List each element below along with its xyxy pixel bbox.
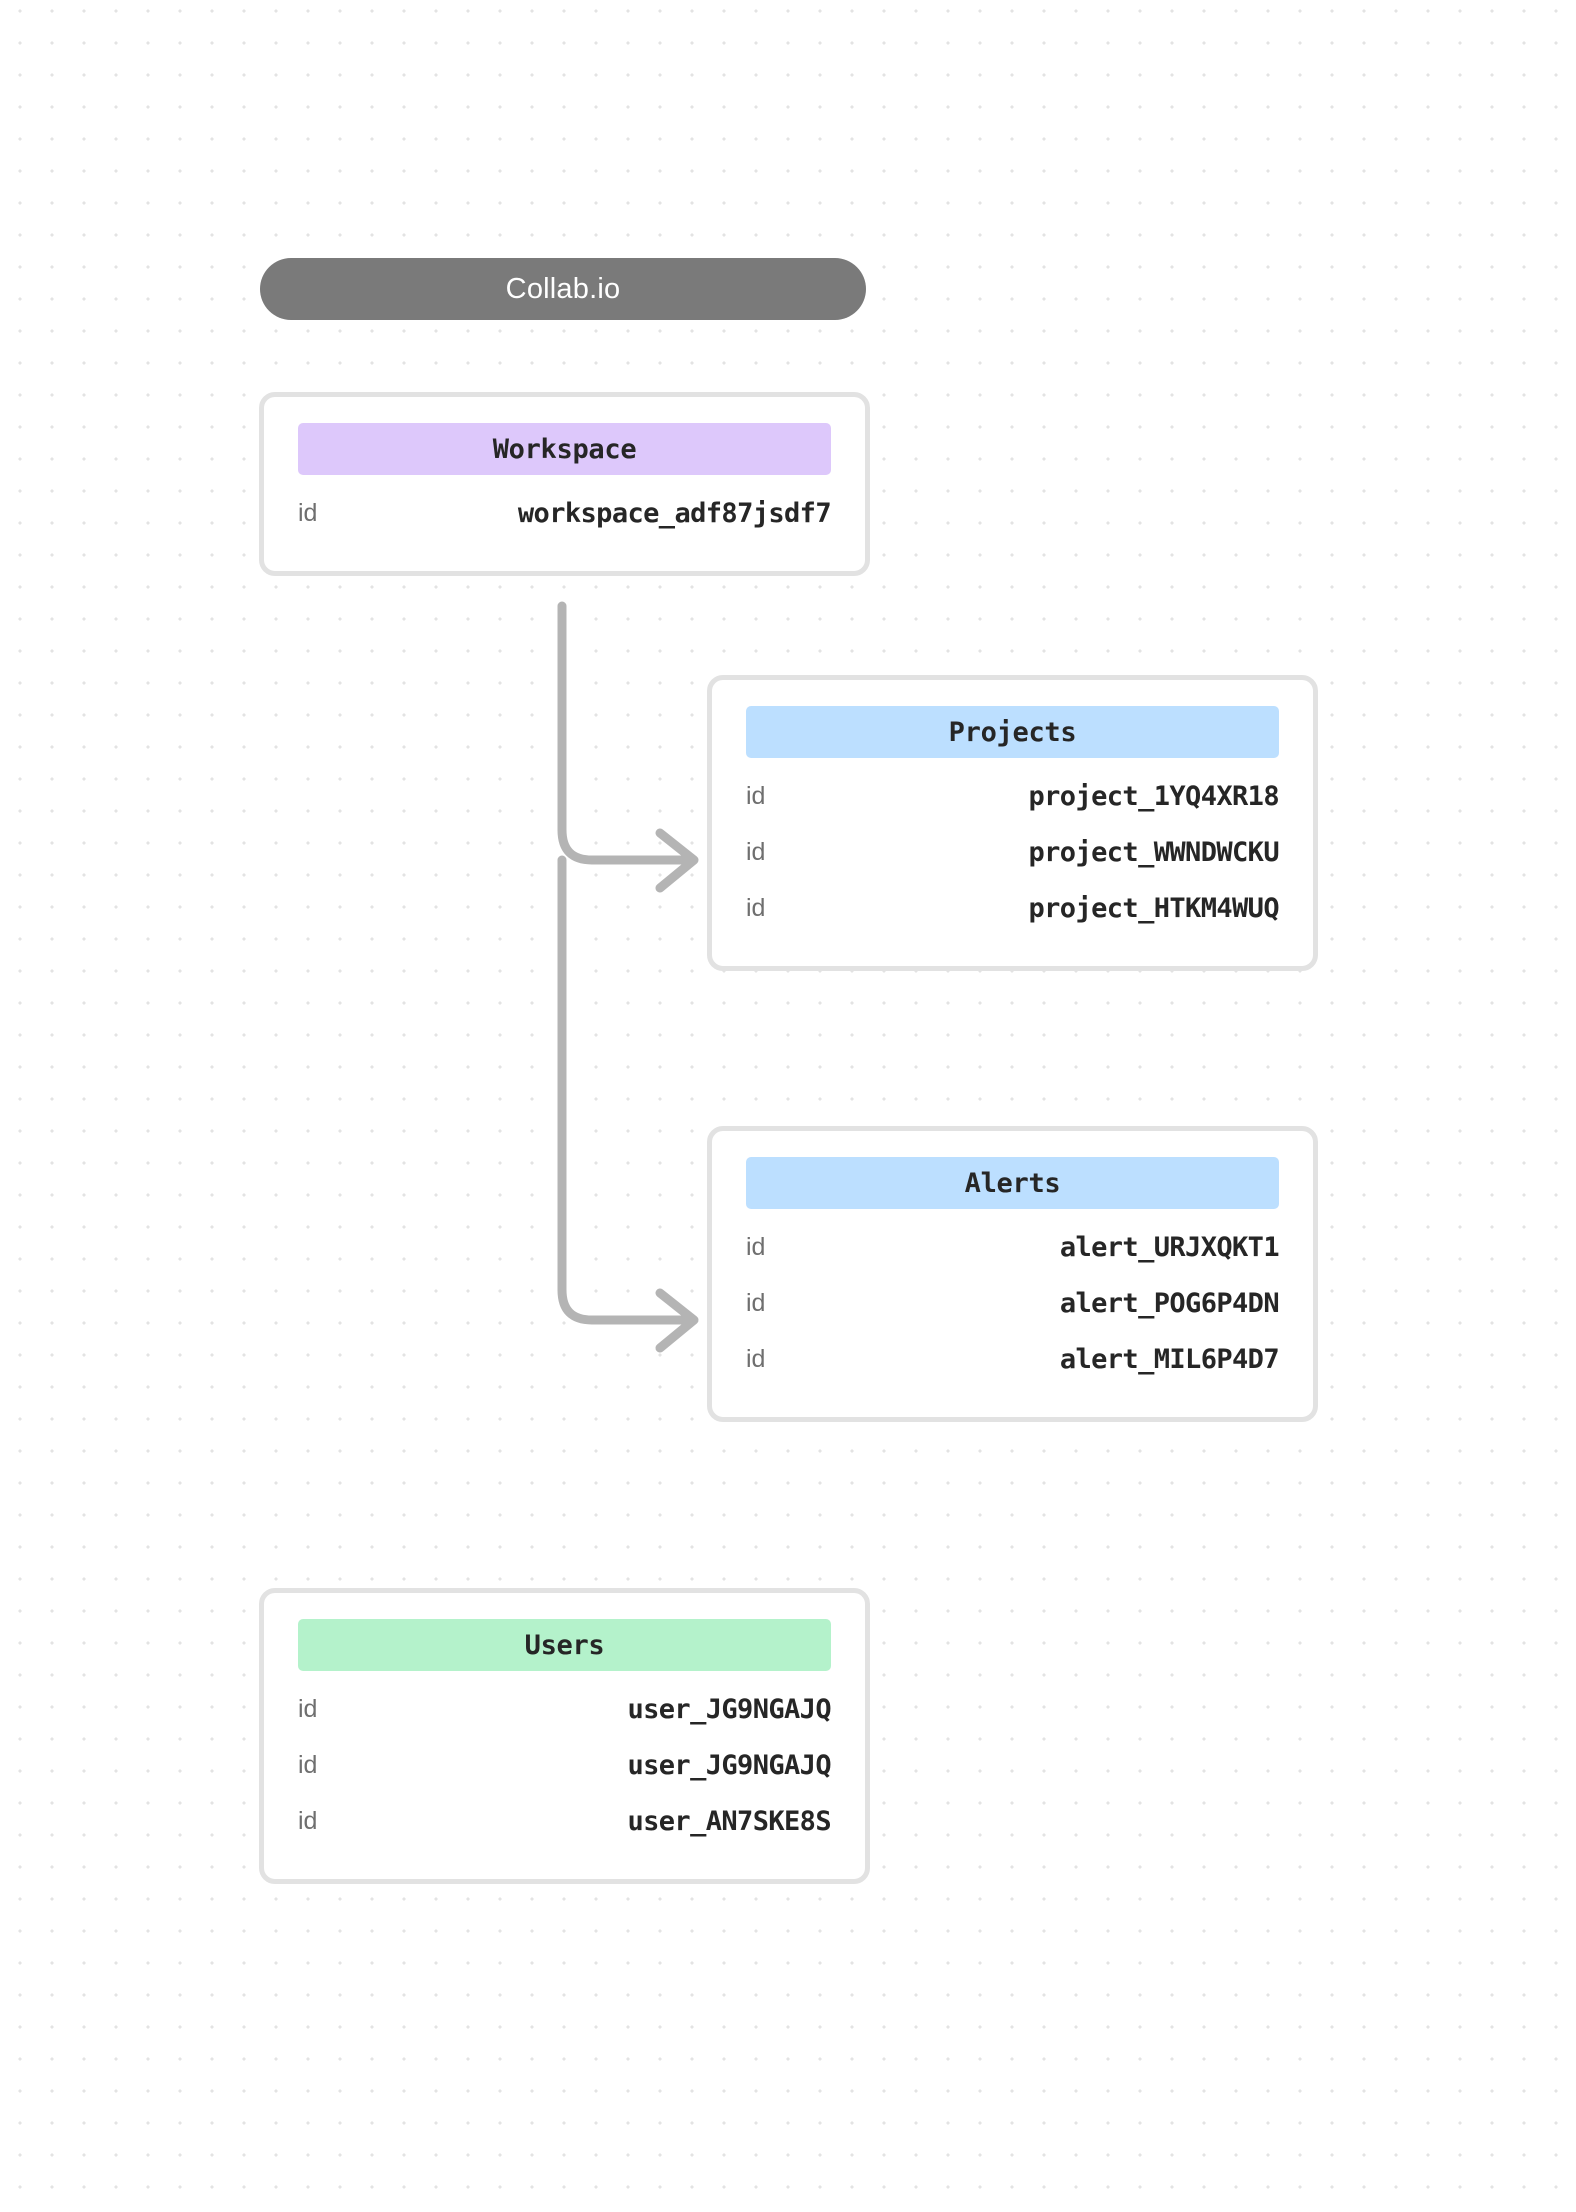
table-row[interactable]: id user_JG9NGAJQ — [298, 1737, 832, 1793]
row-key: id — [746, 1344, 766, 1373]
connector-workspace-to-alerts — [557, 855, 695, 1325]
table-row[interactable]: id alert_MIL6P4D7 — [746, 1331, 1280, 1387]
connector-workspace-to-projects — [557, 601, 695, 865]
card-title-workspace: Workspace — [492, 433, 637, 465]
table-row[interactable]: id workspace_adf87jsdf7 — [298, 485, 832, 541]
row-value: user_JG9NGAJQ — [627, 1693, 831, 1725]
table-row[interactable]: id project_1YQ4XR18 — [746, 768, 1280, 824]
row-value: alert_POG6P4DN — [1059, 1287, 1280, 1319]
entity-card-alerts[interactable]: Alerts id alert_URJXQKT1 id alert_POG6P4… — [707, 1126, 1318, 1422]
row-value: workspace_adf87jsdf7 — [517, 497, 832, 529]
row-value: user_AN7SKE8S — [627, 1805, 831, 1837]
row-key: id — [746, 1232, 766, 1261]
row-value: project_WWNDWCKU — [1028, 836, 1280, 868]
entity-card-projects[interactable]: Projects id project_1YQ4XR18 id project_… — [707, 675, 1318, 971]
table-row[interactable]: id alert_URJXQKT1 — [746, 1219, 1280, 1275]
card-title-users: Users — [524, 1629, 605, 1661]
row-key: id — [746, 893, 766, 922]
diagram-title: Collab.io — [505, 272, 621, 305]
entity-card-workspace[interactable]: Workspace id workspace_adf87jsdf7 — [259, 392, 870, 576]
arrowhead-alerts — [655, 1288, 699, 1353]
entity-card-users[interactable]: Users id user_JG9NGAJQ id user_JG9NGAJQ … — [259, 1588, 870, 1884]
row-key: id — [298, 1694, 318, 1723]
table-row[interactable]: id alert_POG6P4DN — [746, 1275, 1280, 1331]
card-header-projects: Projects — [746, 706, 1279, 758]
row-key: id — [298, 498, 318, 527]
row-value: project_HTKM4WUQ — [1028, 892, 1280, 924]
table-row[interactable]: id user_AN7SKE8S — [298, 1793, 832, 1849]
row-key: id — [746, 837, 766, 866]
table-row[interactable]: id user_JG9NGAJQ — [298, 1681, 832, 1737]
arrowhead-projects — [655, 828, 699, 893]
card-header-alerts: Alerts — [746, 1157, 1279, 1209]
row-key: id — [298, 1750, 318, 1779]
row-key: id — [746, 781, 766, 810]
row-value: alert_MIL6P4D7 — [1059, 1343, 1280, 1375]
row-value: user_JG9NGAJQ — [627, 1749, 831, 1781]
card-header-workspace: Workspace — [298, 423, 831, 475]
diagram-title-pill: Collab.io — [260, 258, 866, 320]
row-value: alert_URJXQKT1 — [1059, 1231, 1280, 1263]
card-title-projects: Projects — [948, 716, 1077, 748]
table-row[interactable]: id project_WWNDWCKU — [746, 824, 1280, 880]
table-row[interactable]: id project_HTKM4WUQ — [746, 880, 1280, 936]
card-header-users: Users — [298, 1619, 831, 1671]
card-title-alerts: Alerts — [964, 1167, 1061, 1199]
row-value: project_1YQ4XR18 — [1028, 780, 1280, 812]
row-key: id — [298, 1806, 318, 1835]
row-key: id — [746, 1288, 766, 1317]
